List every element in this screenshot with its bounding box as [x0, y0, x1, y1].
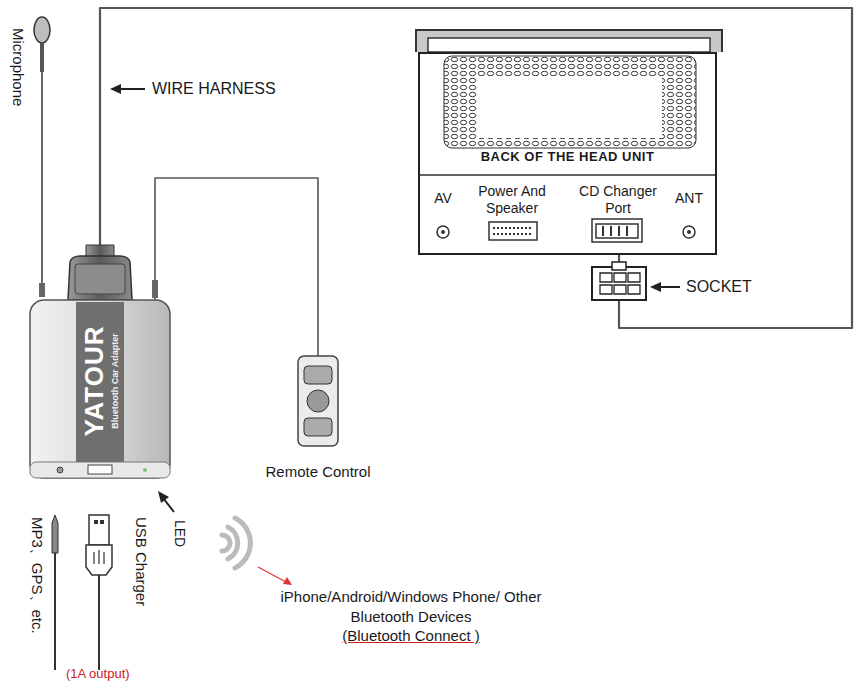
node-title: BACK OF THE HEAD UNIT	[420, 149, 715, 164]
bluetooth-adapter	[30, 245, 170, 478]
led-label: LED	[171, 520, 188, 547]
head-unit-ports	[437, 219, 695, 242]
microphone-label: Microphone	[9, 28, 27, 106]
remote-control	[298, 356, 338, 446]
aux-and-usb-cables	[52, 515, 112, 670]
device-label: iPhone/Android/Windows Phone/ Other Blue…	[266, 587, 556, 627]
microphone	[34, 17, 50, 297]
cable-label: USB Charger	[132, 517, 150, 606]
port-label: CD Changer Port	[570, 183, 666, 217]
leader-arrows	[110, 84, 680, 512]
adapter-box: YATOURBluetooth Car Adapter	[30, 300, 170, 462]
rotated-text-group: YATOURBluetooth Car Adapter	[79, 326, 121, 437]
node-title: Remote Control	[240, 463, 396, 480]
product-name: Bluetooth Car Adapter	[109, 326, 121, 437]
brand-name: YATOUR	[79, 326, 109, 437]
head-unit: BACK OF THE HEAD UNIT	[418, 52, 717, 255]
device-label: (Bluetooth Connect )	[266, 627, 556, 645]
callout-label: WIRE HARNESS	[152, 79, 276, 98]
port-label: ANT	[669, 190, 709, 207]
cable-label: MP3、GPS、etc.	[28, 517, 46, 634]
wireless-waves	[222, 518, 250, 568]
remote-box: Remote Control	[240, 356, 396, 482]
callout-label: SOCKET	[686, 277, 752, 296]
port-label: Power And Speaker	[466, 183, 558, 217]
wireless-arrow	[258, 567, 292, 585]
socket	[592, 262, 646, 300]
note-label: (1A output)	[66, 666, 130, 682]
remote-cable	[155, 178, 318, 356]
wire-harness	[100, 8, 852, 328]
port-label: AV	[423, 190, 463, 207]
